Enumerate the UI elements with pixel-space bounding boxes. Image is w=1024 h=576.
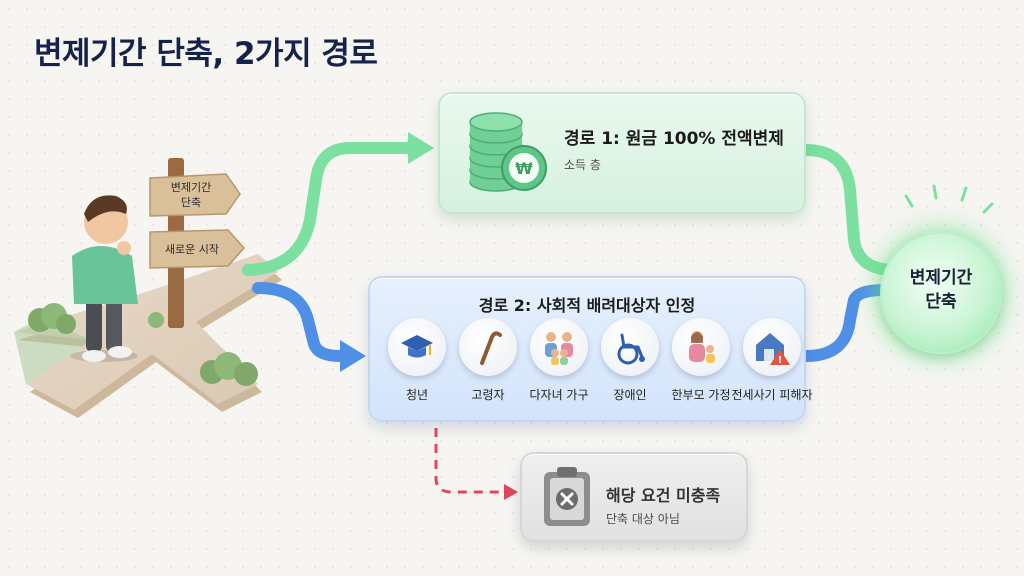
- category-elderly: 고령자: [443, 318, 533, 403]
- bush-small: [148, 312, 164, 328]
- crossroads-platform: [14, 254, 282, 418]
- route2-goal-connector: [800, 284, 890, 362]
- single-parent-icon: [689, 331, 715, 363]
- route2-title: 경로 2: 사회적 배려대상자 인정: [478, 296, 696, 315]
- sign-bottom: 새로운 시작: [164, 243, 220, 256]
- fail-arrow: [434, 428, 506, 494]
- category-label: 한부모 가정: [671, 388, 731, 402]
- category-label: 고령자: [471, 388, 505, 402]
- route1-goal-connector: [800, 144, 896, 276]
- coins-icon: ₩: [469, 112, 547, 192]
- route1-arrowhead: [408, 132, 434, 164]
- wheelchair-icon: [617, 333, 645, 365]
- category-single-parent: 한부모 가정: [656, 318, 746, 403]
- sign-top-line1: 변제기간: [170, 181, 212, 194]
- bush-right: [200, 352, 258, 386]
- route1-card: ₩ 경로 1: 원금 100% 전액변제 소득 층: [438, 92, 806, 214]
- house-warning-icon: !: [756, 333, 790, 366]
- category-label: 청년: [405, 388, 429, 402]
- fail-subtitle: 단축 대상 아님: [606, 512, 680, 526]
- category-jeonse-fraud: ! 전세사기 피해자: [727, 318, 817, 403]
- svg-text:₩: ₩: [515, 159, 533, 178]
- page-title: 변제기간 단축, 2가지 경로: [34, 36, 378, 72]
- category-label: 장애인: [613, 388, 647, 402]
- clipboard-x-icon: [544, 467, 590, 526]
- family-icon: [545, 332, 573, 365]
- route2-arrow: [252, 282, 346, 362]
- category-label: 전세사기 피해자: [731, 388, 813, 402]
- bush-left: [28, 303, 76, 334]
- fail-card: 해당 요건 미충족 단축 대상 아님: [520, 452, 748, 542]
- svg-text:!: !: [778, 355, 783, 366]
- fail-arrowhead: [504, 484, 518, 500]
- graduation-cap-icon: [401, 335, 433, 358]
- goal-circle: 변제기간 단축: [880, 232, 1002, 354]
- route2-arrowhead: [340, 340, 366, 372]
- sign-top: 변제기간 단축: [152, 180, 230, 210]
- route1-arrow: [242, 142, 420, 276]
- category-disabled: 장애인: [585, 318, 675, 403]
- category-multichild: 다자녀 가구: [514, 318, 604, 403]
- route1-subtitle: 소득 층: [564, 158, 601, 172]
- sign-top-line2: 단축: [180, 196, 202, 209]
- route2-card: 경로 2: 사회적 배려대상자 인정 청년 고령자 다자녀 가구 장애인: [368, 276, 813, 422]
- person-illustration: [70, 195, 138, 362]
- goal-line1: 변제기간: [909, 268, 973, 288]
- route1-title: 경로 1: 원금 100% 전액변제: [564, 129, 784, 149]
- fail-title: 해당 요건 미충족: [606, 486, 721, 505]
- cane-icon: [480, 331, 502, 365]
- goal-rays: [904, 184, 994, 214]
- goal-line2: 단축: [925, 292, 957, 312]
- category-label: 다자녀 가구: [529, 388, 589, 402]
- category-youth: 청년: [372, 318, 462, 403]
- signpost: [149, 158, 246, 328]
